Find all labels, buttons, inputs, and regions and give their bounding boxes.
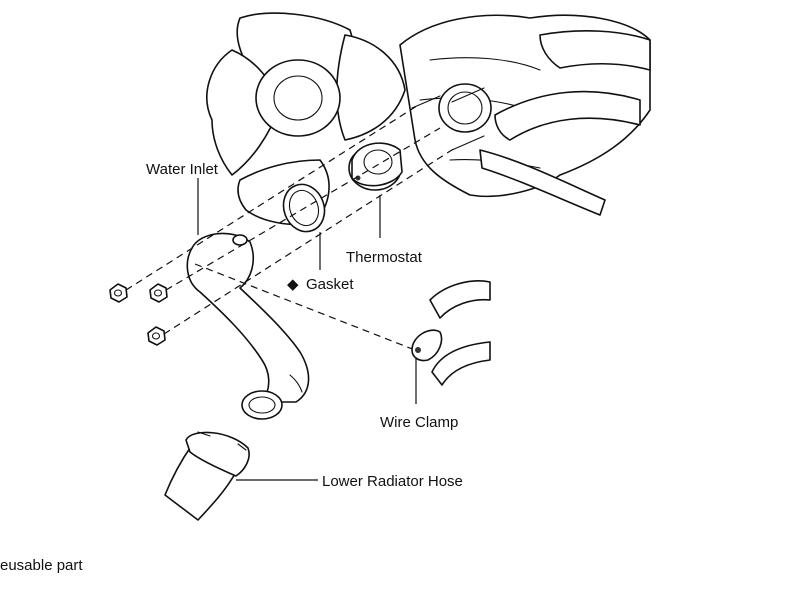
housing-flange [438,83,492,133]
thermostat [348,142,403,191]
stud-bolts [411,87,485,151]
label-water-inlet: Water Inlet [146,161,219,178]
inlet-flange-bolt [232,234,248,246]
label-thermostat: Thermostat [346,249,423,266]
footnote: eusable part [0,557,83,574]
hose-clamp [185,431,250,477]
nut-2 [149,283,168,303]
wire-clamp-hose [429,280,491,386]
water-inlet [186,232,310,420]
inlet-outlet-end [241,390,283,420]
gasket-marker: ◆ [287,276,299,293]
fan-hub-inner [273,75,323,121]
wire-clamp [411,329,443,362]
nuts [109,283,168,346]
bypass-pipe [494,90,641,141]
fan-hub [255,59,341,137]
engine-background [206,12,651,226]
housing-flange-bore [447,91,483,125]
label-lower-radiator-hose: Lower Radiator Hose [322,473,463,490]
assembly-lines [125,103,456,351]
label-wire-clamp: Wire Clamp [380,414,458,431]
label-gasket: Gasket [306,276,354,293]
upper-pipe [539,30,651,71]
leader-lines [197,178,417,481]
fan-blade-right [335,34,406,141]
lower-pipe [479,149,606,216]
nut-3 [147,326,166,346]
lower-radiator-hose [164,431,250,521]
nut-1 [109,283,128,303]
